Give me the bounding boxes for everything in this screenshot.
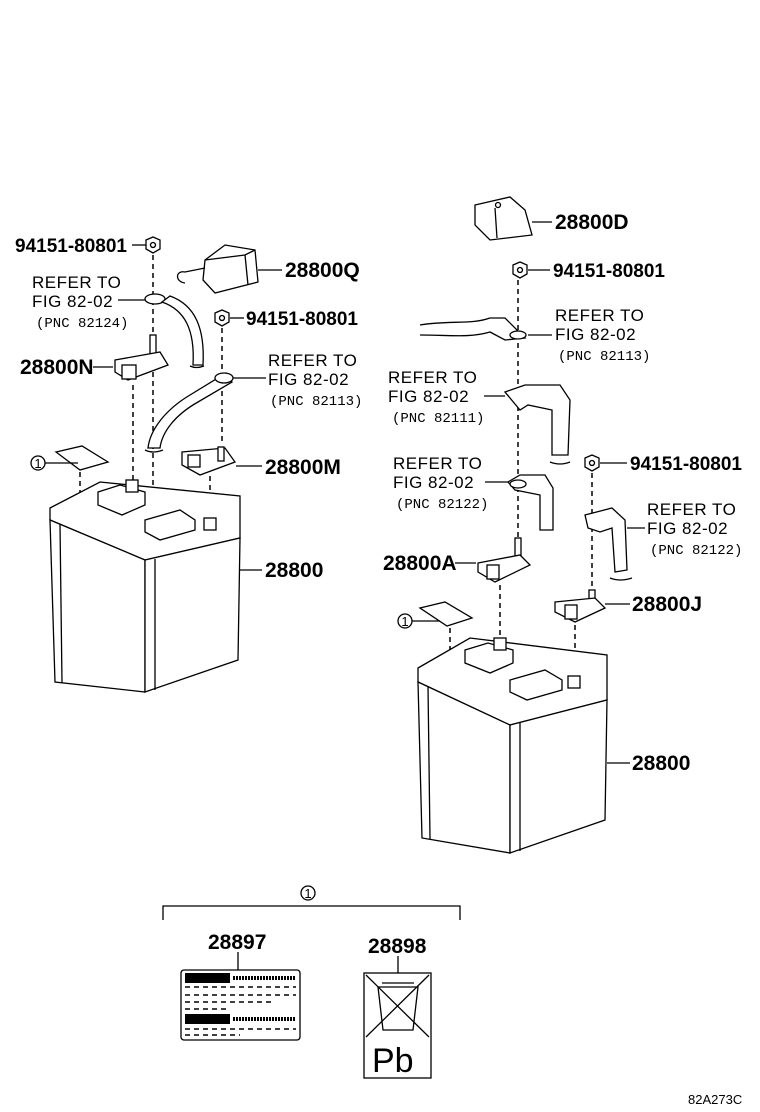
label-sheet-icon (418, 601, 474, 627)
ref-fig-link[interactable]: FIG 82-02 (647, 519, 728, 538)
cable-icon (506, 474, 554, 531)
figure-code: 82A273C (688, 1092, 742, 1107)
ref-text: REFER TO (388, 368, 477, 387)
ref-text: REFER TO (32, 273, 121, 292)
ref-text: REFER TO (268, 351, 357, 370)
ref-pnc: (PNC 82122) (396, 497, 488, 513)
ref-fig-link[interactable]: FIG 82-02 (32, 292, 113, 311)
ref-pnc: (PNC 82122) (650, 543, 742, 559)
part-nut-right-pos[interactable]: 94151-80801 (630, 454, 742, 475)
group-bracket (162, 905, 461, 920)
terminal-cover-icon (474, 196, 533, 241)
ref-fig-link[interactable]: FIG 82-02 (268, 370, 349, 389)
part-terminal-negative-left[interactable]: 28800N (20, 356, 94, 379)
label-ref-icon (30, 455, 46, 472)
negative-cable-icon (144, 293, 205, 369)
part-battery-left[interactable]: 28800 (265, 559, 323, 582)
part-cover-left[interactable]: 28800Q (285, 259, 360, 282)
battery-icon (49, 479, 241, 693)
negative-terminal-icon (477, 537, 532, 583)
nut-icon (214, 309, 230, 327)
left-assembly: 94151-80801 28800Q REFER TO FIG 82-02 (P… (15, 236, 362, 693)
ref-pnc: (PNC 82124) (36, 316, 128, 332)
ref-fig-link[interactable]: FIG 82-02 (555, 325, 636, 344)
negative-terminal-icon (114, 334, 169, 381)
labels-group: 1 28897 28898 Pb (162, 885, 461, 1080)
label-sheet-icon (54, 445, 110, 471)
ref-pnc: (PNC 82113) (270, 394, 362, 410)
nut-icon (512, 261, 528, 279)
ref-text: REFER TO (555, 306, 644, 325)
lead-symbol-text: Pb (372, 1042, 414, 1080)
nut-icon (584, 454, 600, 472)
ref-pnc: (PNC 82111) (392, 411, 484, 427)
nut-icon (145, 236, 161, 254)
terminal-cover-icon (176, 244, 259, 294)
part-caution-label[interactable]: 28897 (208, 931, 266, 954)
part-battery-right[interactable]: 28800 (632, 752, 690, 775)
ref-fig-link[interactable]: FIG 82-02 (393, 473, 474, 492)
caution-label-icon (180, 969, 301, 1041)
positive-cable-icon (144, 372, 234, 453)
positive-terminal-icon (554, 589, 607, 623)
ref-pnc: (PNC 82113) (558, 349, 650, 365)
right-assembly: 28800D 94151-80801 REFER TO FIG 82-02 (P… (383, 196, 742, 854)
ref-fig-link[interactable]: FIG 82-02 (388, 387, 469, 406)
positive-terminal-icon (181, 446, 237, 476)
recycle-label-icon: Pb (363, 972, 432, 1080)
part-terminal-negative-right[interactable]: 28800A (383, 552, 457, 575)
part-terminal-positive-left[interactable]: 28800M (265, 456, 341, 479)
cable-icon (584, 507, 633, 581)
battery-icon (417, 637, 608, 854)
part-cover-right[interactable]: 28800D (555, 211, 629, 234)
ref-text: REFER TO (647, 500, 736, 519)
ref-text: REFER TO (393, 454, 482, 473)
part-nut-left-pos[interactable]: 94151-80801 (246, 309, 358, 330)
cable-icon (419, 317, 527, 341)
part-terminal-positive-right[interactable]: 28800J (632, 593, 702, 616)
cable-icon (503, 384, 571, 465)
part-nut-right-top[interactable]: 94151-80801 (553, 261, 665, 282)
part-nut-left-top[interactable]: 94151-80801 (15, 236, 127, 257)
label-ref-icon (300, 885, 316, 902)
part-recycle-label[interactable]: 28898 (368, 935, 427, 958)
label-ref-icon (397, 613, 413, 630)
